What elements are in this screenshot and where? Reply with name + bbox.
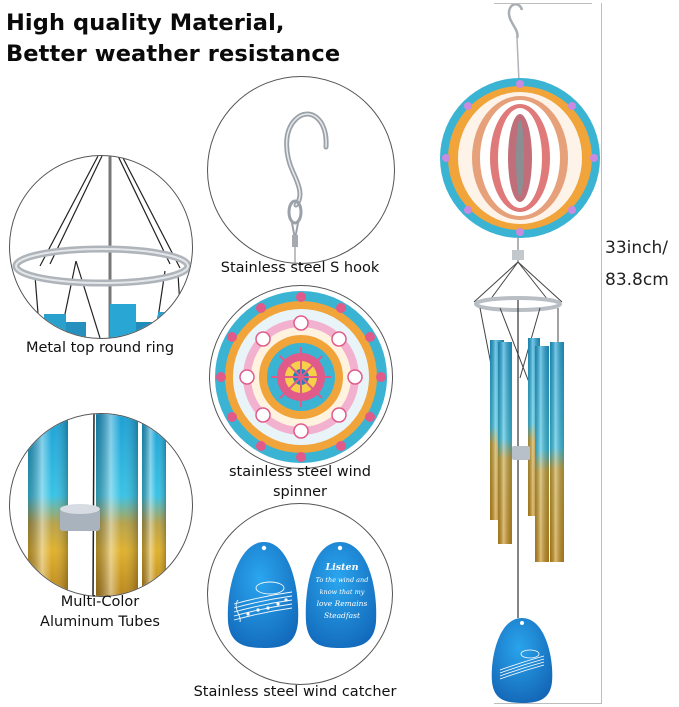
headline-line-1: High quality Material, [6,10,285,36]
catcher-detail-circle: Listen To the wind and know that my love… [207,503,393,685]
catcher-caption: Stainless steel wind catcher [193,684,397,700]
headline: High quality Material, Better weather re… [6,8,340,70]
dimension-cm: 83.8cm [605,270,669,290]
dimension-top-tick [494,3,592,4]
s-hook-icon [284,111,329,263]
catcher-plates [227,542,377,648]
dimension-label: 33inch/ 83.8cm [605,232,669,296]
dimension-inches: 33inch/ [605,238,668,258]
dimension-line [601,3,602,703]
engraving-line-1: Listen [325,562,359,573]
spinner-caption: stainless steel wind spinner [200,462,400,502]
wind-catcher-icon: Listen To the wind and know that my love… [208,504,392,684]
hook-detail-circle [207,76,395,264]
spinner-caption-line-2: spinner [272,484,328,500]
metal-ring-icon [12,156,192,338]
wind-chime-icon [440,3,600,703]
ring-caption: Metal top round ring [25,340,175,356]
engraving-line-5: Steadfast [324,611,360,620]
tubes-caption: Multi-Color Aluminum Tubes [0,592,200,632]
hook-caption: Stainless steel S hook [220,260,380,276]
dimension-bottom-tick [494,703,602,704]
aluminum-tubes-icon [28,414,166,596]
catcher-engraving: Listen To the wind and know that my love… [312,562,372,622]
spinner-detail-circle [209,285,393,469]
engraving-line-4: love Remains [316,599,368,608]
ring-detail-circle [9,155,193,339]
tubes-caption-line-1: Multi-Color [60,594,140,610]
headline-line-2: Better weather resistance [6,41,341,67]
tubes-caption-line-2: Aluminum Tubes [40,614,160,630]
mandala-spinner-icon [215,291,387,463]
spinner-caption-line-1: stainless steel wind [228,464,371,480]
engraving-line-3: know that my [319,588,365,596]
product-main-image [412,0,602,707]
engraving-line-2: To the wind and [315,576,369,584]
tubes-detail-circle [9,413,193,597]
